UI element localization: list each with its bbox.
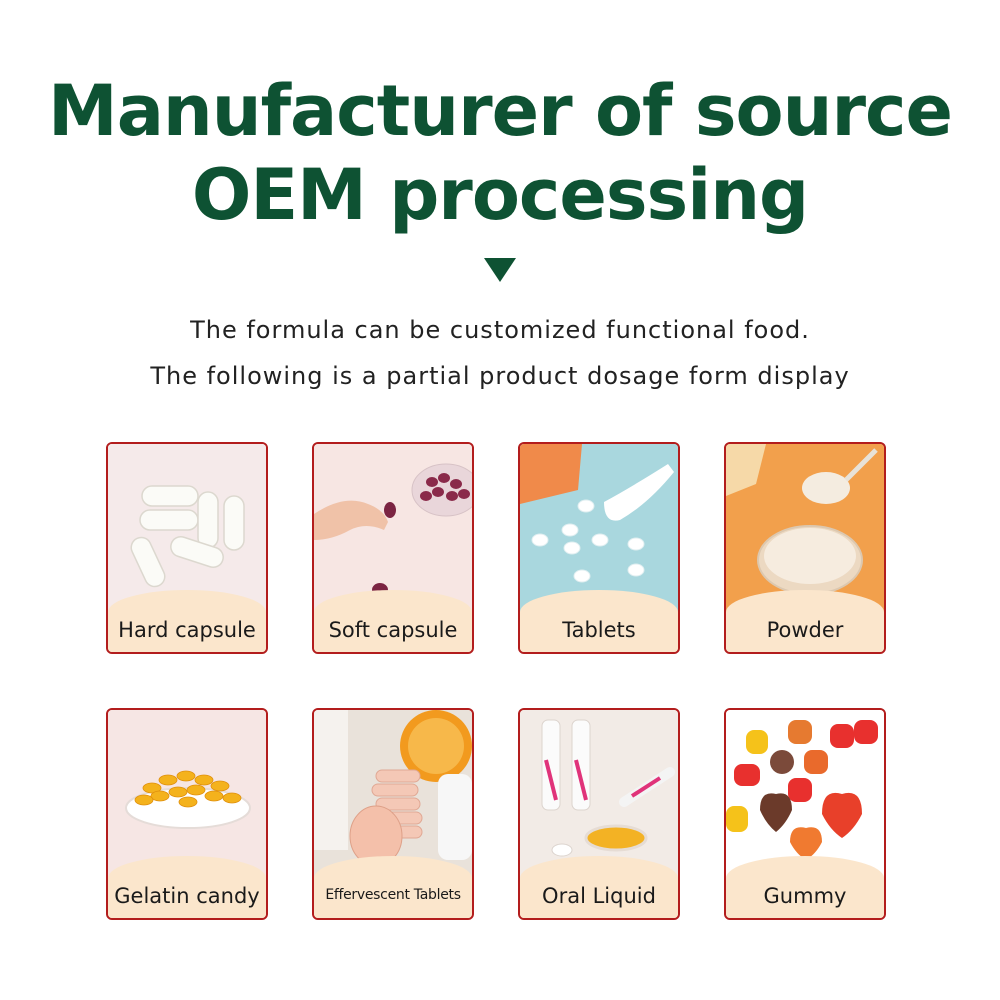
- product-card-gummy[interactable]: Gummy: [724, 708, 886, 920]
- effervescent-tablets-icon: [314, 710, 472, 880]
- caption-band: [726, 856, 884, 918]
- headline-line-1: Manufacturer of source: [48, 70, 953, 152]
- caption-band: [108, 590, 266, 652]
- caption-band: [726, 590, 884, 652]
- tablets-icon: [520, 444, 678, 614]
- gelatin-candy-icon: [108, 710, 266, 880]
- product-card-soft-capsule[interactable]: Soft capsule: [312, 442, 474, 654]
- product-label: Oral Liquid: [542, 884, 656, 908]
- caption-band: [520, 856, 678, 918]
- caption-band: [314, 590, 472, 652]
- product-label: Hard capsule: [118, 618, 256, 642]
- hard-capsule-icon: [108, 444, 266, 614]
- product-card-effervescent-tablets[interactable]: Effervescent Tablets: [312, 708, 474, 920]
- product-label: Soft capsule: [328, 618, 458, 642]
- intro-line-2: The following is a partial product dosag…: [150, 362, 850, 390]
- product-label: Tablets: [562, 618, 636, 642]
- headline-line-2: OEM processing: [191, 154, 809, 236]
- product-label: Gelatin candy: [114, 884, 260, 908]
- product-card-tablets[interactable]: Tablets: [518, 442, 680, 654]
- caption-band: [314, 856, 472, 918]
- gummy-icon: [726, 710, 884, 880]
- caption-band: [520, 590, 678, 652]
- product-card-oral-liquid[interactable]: Oral Liquid: [518, 708, 680, 920]
- powder-icon: [726, 444, 884, 614]
- oral-liquid-icon: [520, 710, 678, 880]
- down-arrow-icon: [484, 258, 516, 282]
- product-label: Effervescent Tablets: [325, 887, 461, 903]
- product-card-hard-capsule[interactable]: Hard capsule: [106, 442, 268, 654]
- soft-capsule-icon: [314, 444, 472, 614]
- product-card-powder[interactable]: Powder: [724, 442, 886, 654]
- intro-line-1: The formula can be customized functional…: [190, 316, 810, 344]
- product-card-gelatin-candy[interactable]: Gelatin candy: [106, 708, 268, 920]
- product-label: Gummy: [763, 884, 847, 908]
- product-label: Powder: [766, 618, 844, 642]
- caption-band: [108, 856, 266, 918]
